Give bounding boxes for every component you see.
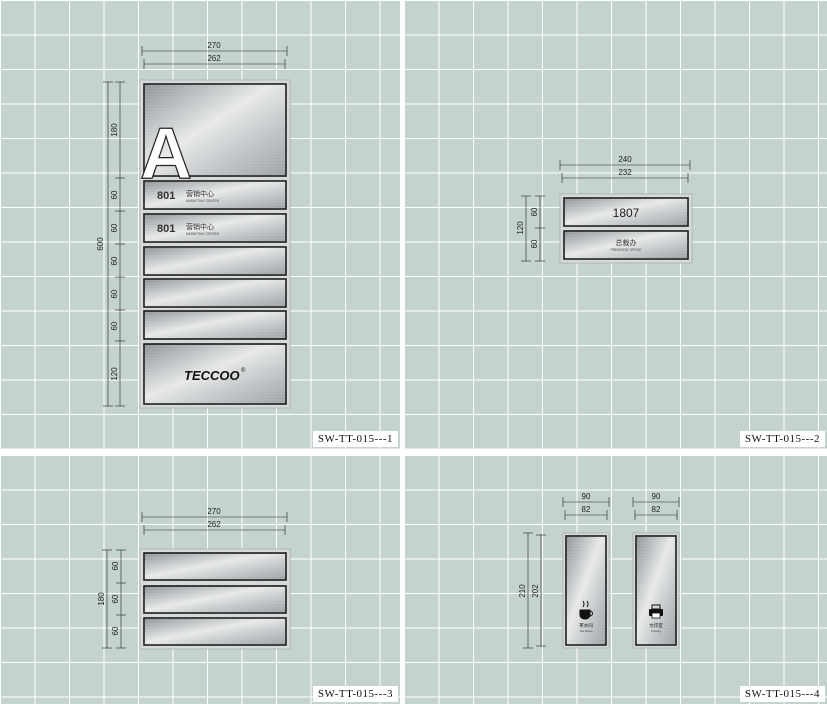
outer-width-label: 90 <box>582 492 591 501</box>
height-dimension-total <box>521 195 531 262</box>
inner-height-label: 202 <box>531 584 540 598</box>
outer-width-label: 270 <box>207 41 221 50</box>
logo-plate: TECCOO ® <box>143 343 287 405</box>
panel-2-drawing: 240 232 120 60 60 1807 总裁办 PRESIDENT OFF… <box>516 155 693 264</box>
width-dimension-inner <box>564 510 608 520</box>
model-code: SW-TT-015---1 <box>312 431 398 447</box>
segment-label: 60 <box>111 626 120 635</box>
blank-plate <box>143 278 287 308</box>
segment-label: 60 <box>110 190 119 199</box>
coffee-cup-icon <box>579 600 593 620</box>
panel-4: 90 82 90 82 210 202 <box>404 455 827 704</box>
inner-width-label: 82 <box>582 505 591 514</box>
printer-icon <box>649 604 663 619</box>
blank-plate <box>143 617 287 646</box>
height-dimension-total <box>103 81 113 407</box>
segment-dimension-lines <box>535 195 545 262</box>
teccoo-logo: TECCOO <box>184 368 240 383</box>
segment-label: 60 <box>110 321 119 330</box>
outer-height-label: 210 <box>518 584 527 598</box>
width-dimension-outer <box>559 160 691 170</box>
width-dimension-outer <box>141 512 288 522</box>
room-name-cn: 营销中心 <box>186 222 214 231</box>
room-name-en: MARKETING CENTER <box>186 232 220 236</box>
outer-width-label: 270 <box>207 507 221 516</box>
outer-width-label: 90 <box>652 492 661 501</box>
room-plate: 801 营销中心 MARKETING CENTER <box>143 180 287 210</box>
room-number: 1807 <box>613 206 640 220</box>
height-dimension-inner <box>536 534 546 647</box>
room-number: 801 <box>157 190 175 202</box>
registered-mark: ® <box>241 367 246 374</box>
inner-width-label: 262 <box>207 54 221 63</box>
segment-label: 60 <box>530 239 539 248</box>
height-dimension-total <box>102 549 112 649</box>
width-dimension-outer <box>562 497 610 507</box>
room-name-cn: 营销中心 <box>186 189 214 198</box>
room-name-en: MARKETING CENTER <box>186 199 220 203</box>
total-height-label: 600 <box>96 237 105 251</box>
inner-width-label: 262 <box>207 520 221 529</box>
segment-dimension-lines <box>116 549 126 649</box>
segment-label: 60 <box>530 207 539 216</box>
blank-plate <box>143 310 287 340</box>
panel-4-drawing: 90 82 90 82 210 202 <box>518 492 680 649</box>
room-name-en: PRESIDENT OFFICE <box>611 248 642 252</box>
inner-width-label: 232 <box>618 168 632 177</box>
segment-label: 120 <box>110 367 119 381</box>
segment-label: 60 <box>111 594 120 603</box>
width-dimension-inner <box>143 59 286 69</box>
segment-dimension-lines <box>115 81 125 407</box>
model-code: SW-TT-015---2 <box>739 431 825 447</box>
panel-3: 270 262 180 60 60 60 SW-TT-015---3 <box>0 455 400 704</box>
panel-2: 240 232 120 60 60 1807 总裁办 PRESIDENT OFF… <box>404 0 827 449</box>
sign-name-en: Printing <box>651 629 661 633</box>
segment-label: 180 <box>110 123 119 137</box>
panel-1: 270 262 600 180 60 60 60 60 60 120 <box>0 0 400 449</box>
segment-label: 60 <box>111 561 120 570</box>
width-dimension-inner <box>561 173 689 183</box>
model-code: SW-TT-015---3 <box>312 686 398 702</box>
width-dimension-inner <box>143 525 286 535</box>
model-code: SW-TT-015---4 <box>739 686 825 702</box>
inner-width-label: 82 <box>652 505 661 514</box>
panel-1-drawing: 270 262 600 180 60 60 60 60 60 120 <box>96 41 291 409</box>
height-dimension-outer <box>523 532 533 649</box>
width-dimension-outer <box>632 497 680 507</box>
room-plate: 801 营销中心 MARKETING CENTER <box>143 213 287 243</box>
width-dimension-inner <box>634 510 678 520</box>
number-plate: 1807 <box>563 197 689 227</box>
blank-plate <box>143 246 287 276</box>
room-name-cn: 总裁办 <box>616 238 637 247</box>
room-number: 801 <box>157 223 175 235</box>
segment-label: 60 <box>110 223 119 232</box>
segment-label: 60 <box>110 256 119 265</box>
sign-name-cn: 茶水间 <box>579 622 593 629</box>
outer-width-label: 240 <box>618 155 632 164</box>
blank-plate <box>143 585 287 614</box>
blank-plate <box>143 552 287 581</box>
tea-room-sign: 茶水间 Tea Room <box>562 532 610 649</box>
total-height-label: 120 <box>516 221 525 235</box>
sign-name-cn: 文印室 <box>649 622 663 629</box>
printing-room-sign: 文印室 Printing <box>632 532 680 649</box>
segment-label: 60 <box>110 289 119 298</box>
title-plate: 总裁办 PRESIDENT OFFICE <box>563 230 689 260</box>
width-dimension-outer <box>141 46 288 56</box>
panel-3-drawing: 270 262 180 60 60 60 <box>97 507 291 650</box>
total-height-label: 180 <box>97 592 106 606</box>
sign-name-en: Tea Room <box>580 629 593 633</box>
